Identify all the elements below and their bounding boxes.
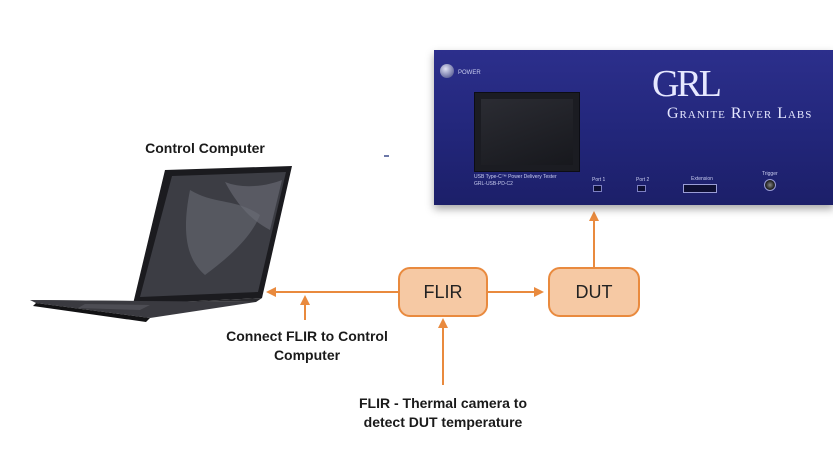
tester-model-line2: GRL-USB-PD-C2	[474, 181, 513, 187]
tester-model-line1: USB Type-C™ Power Delivery Tester	[474, 174, 557, 180]
connect-flir-label: Connect FLIR to Control Computer	[226, 328, 388, 363]
power-button-icon	[440, 64, 454, 78]
power-delivery-tester: POWER USB Type-C™ Power Delivery Tester …	[434, 50, 833, 205]
flir-description-label: FLIR - Thermal camera to detect DUT temp…	[358, 395, 528, 430]
control-computer-label: Control Computer	[145, 140, 265, 156]
extension-label: Extension	[691, 176, 713, 182]
dut-box: DUT	[548, 267, 640, 317]
power-label: POWER	[458, 70, 481, 76]
flir-box: FLIR	[398, 267, 488, 317]
trigger-connector-icon	[764, 179, 776, 191]
company-name: Granite River Labs	[667, 105, 813, 122]
trigger-label: Trigger	[762, 171, 778, 177]
tester-display	[474, 92, 580, 172]
port2-connector	[637, 185, 646, 192]
port1-connector	[593, 185, 602, 192]
port2-label: Port 2	[636, 177, 650, 183]
grl-logo: GRL	[652, 63, 722, 105]
extension-connector	[683, 184, 717, 193]
port1-label: Port 1	[592, 177, 606, 183]
